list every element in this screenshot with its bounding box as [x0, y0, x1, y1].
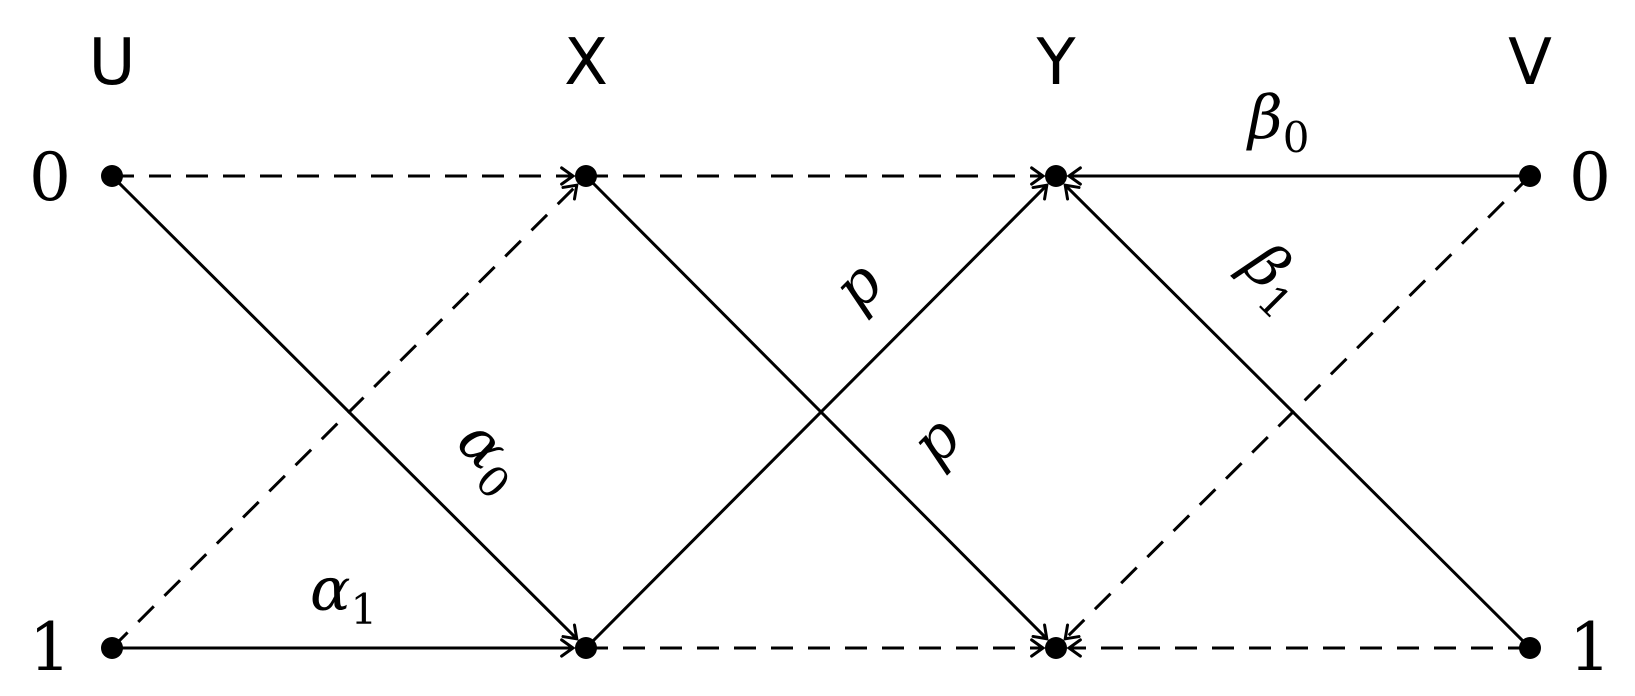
row-label-left-1: 1 [29, 609, 71, 686]
edge-label-p-lower: p [898, 403, 975, 480]
row-label-right-0: 0 [1569, 139, 1611, 216]
node-u-0 [101, 165, 123, 187]
edge-label-p-upper: p [820, 248, 897, 325]
node-v-1 [1519, 637, 1541, 659]
edge-v1-y1-arrowhead [1066, 638, 1082, 658]
row-label-left-0: 0 [29, 139, 71, 216]
node-y-0 [1045, 165, 1067, 187]
node-v-0 [1519, 165, 1541, 187]
edge-u0-x0-arrowhead [560, 166, 576, 186]
edge-label-alpha0: α0 [437, 405, 540, 508]
edge-x1-y0-arrowhead [1031, 183, 1049, 201]
edge-x1-y1-arrowhead [1030, 638, 1046, 658]
edge-v1-y0 [1064, 184, 1532, 650]
column-label-y: Y [1035, 26, 1076, 100]
node-x-1 [575, 637, 597, 659]
edge-v0-y1 [1064, 174, 1532, 640]
row-label-right-1: 1 [1569, 609, 1611, 686]
edge-v0-y1-arrowhead [1063, 623, 1081, 641]
edge-x0-y1 [584, 174, 1048, 640]
node-u-1 [101, 637, 123, 659]
column-label-u: U [89, 26, 136, 100]
edge-x1-y0 [584, 184, 1048, 650]
edge-label-beta1: β1 [1222, 228, 1323, 329]
node-x-0 [575, 165, 597, 187]
edge-u1-x0-arrowhead [561, 183, 579, 201]
edge-u1-x1-arrowhead [560, 638, 576, 658]
edges [110, 166, 1532, 658]
column-label-x: X [564, 26, 608, 100]
edge-v0-y0-arrowhead [1066, 166, 1082, 186]
column-label-v: V [1508, 26, 1552, 100]
edge-v1-y0-arrowhead [1063, 183, 1081, 201]
edge-u0-x1 [110, 174, 578, 640]
node-y-1 [1045, 637, 1067, 659]
edge-x0-y0-arrowhead [1030, 166, 1046, 186]
edge-label-alpha1: α1 [310, 555, 377, 634]
edge-label-beta0: β0 [1246, 83, 1309, 162]
edge-x0-y1-arrowhead [1031, 623, 1049, 641]
edge-u0-x1-arrowhead [561, 623, 579, 641]
nodes [101, 165, 1541, 659]
